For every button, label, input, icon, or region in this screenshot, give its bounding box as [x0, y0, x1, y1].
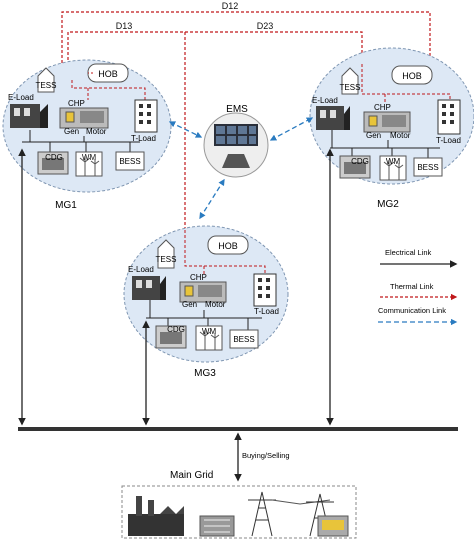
tess-label: TESS [156, 255, 177, 264]
hob-label: HOB [402, 71, 422, 81]
bess-label: BESS [119, 157, 140, 166]
tload-label: T-Load [131, 134, 156, 143]
cdg-icon [37, 151, 69, 175]
buying-selling-label: Buying/Selling [242, 451, 290, 460]
communication-links [168, 117, 314, 220]
hob-label: HOB [98, 69, 118, 79]
d23-label: D23 [257, 21, 274, 31]
chp-icon [179, 281, 227, 303]
mg2-label: MG2 [377, 199, 399, 210]
legend: Electrical Link Thermal Link Communicati… [378, 248, 458, 326]
chp-icon [363, 111, 411, 133]
power-plant-icon [128, 496, 184, 536]
comm-link-mg3 [199, 178, 225, 220]
tess-icon [37, 67, 55, 93]
bess-label: BESS [233, 335, 254, 344]
wind-turbine-icon [379, 155, 407, 181]
chp-label: CHP [374, 103, 391, 112]
cdg-label: CDG [45, 153, 63, 162]
bess-icon [413, 157, 443, 177]
chp-label: CHP [190, 273, 207, 282]
d12-link [61, 11, 431, 68]
main-grid-label: Main Grid [170, 470, 213, 481]
main-grid-panel [121, 485, 357, 539]
tload-label: T-Load [254, 307, 279, 316]
factory-icon [132, 276, 166, 300]
mg3-cluster: HOB TESS E-Load CHP Gen Motor T-Load [123, 225, 289, 363]
cdg-label: CDG [167, 325, 185, 334]
electrical-links [18, 148, 334, 482]
mg2-cluster: HOB TESS E-Load CHP Gen Motor T-Load [309, 47, 474, 185]
wm-label: WM [386, 157, 401, 166]
gen-label: Gen [182, 300, 197, 309]
d12-label: D12 [222, 1, 239, 11]
chp-icon [59, 107, 109, 129]
eload-label: E-Load [312, 96, 338, 105]
legend-thermal-label: Thermal Link [390, 282, 434, 291]
gen-label: Gen [366, 131, 381, 140]
tess-icon [341, 67, 359, 95]
transmission-tower-icon [248, 491, 334, 537]
wind-turbine-icon [195, 325, 223, 351]
inter-mg-thermal-links [61, 11, 431, 230]
gen-label: Gen [64, 127, 79, 136]
d23-link [185, 31, 363, 64]
transformer-icon [317, 515, 349, 537]
motor-label: Motor [86, 127, 107, 136]
main-bus [18, 427, 458, 431]
hob-label: HOB [218, 241, 238, 251]
ems-label: EMS [226, 104, 248, 115]
d13-link [67, 31, 186, 230]
mg1-cluster: HOB TESS E-Load CHP Gen Motor [2, 59, 172, 193]
comm-link-mg1 [168, 121, 203, 138]
tload-label: T-Load [436, 136, 461, 145]
mg3-label: MG3 [194, 368, 216, 379]
wm-label: WM [82, 153, 97, 162]
cdg-icon [155, 325, 187, 349]
cdg-icon [339, 155, 371, 179]
tess-label: TESS [36, 81, 57, 90]
ems-node: EMS [203, 104, 269, 178]
wind-turbine-icon [75, 151, 103, 177]
hob-icon [391, 65, 433, 85]
comm-link-mg2 [269, 117, 314, 141]
eload-label: E-Load [8, 93, 34, 102]
hob-icon [207, 235, 249, 255]
bess-icon [115, 151, 145, 171]
eload-label: E-Load [128, 265, 154, 274]
cdg-label: CDG [351, 157, 369, 166]
bess-icon [229, 329, 259, 349]
building-icon [437, 99, 461, 135]
building-icon [253, 273, 277, 307]
factory-icon [10, 104, 48, 128]
legend-electrical-label: Electrical Link [385, 248, 432, 257]
tess-label: TESS [340, 83, 361, 92]
bess-label: BESS [417, 163, 438, 172]
substation-icon [199, 515, 235, 537]
wm-label: WM [202, 327, 217, 336]
building-icon [134, 99, 158, 133]
motor-label: Motor [205, 300, 226, 309]
factory-icon [316, 106, 350, 130]
mg1-label: MG1 [55, 200, 77, 211]
motor-label: Motor [390, 131, 411, 140]
legend-communication-label: Communication Link [378, 306, 446, 315]
tess-icon [157, 239, 175, 269]
d13-label: D13 [116, 21, 133, 31]
chp-label: CHP [68, 99, 85, 108]
